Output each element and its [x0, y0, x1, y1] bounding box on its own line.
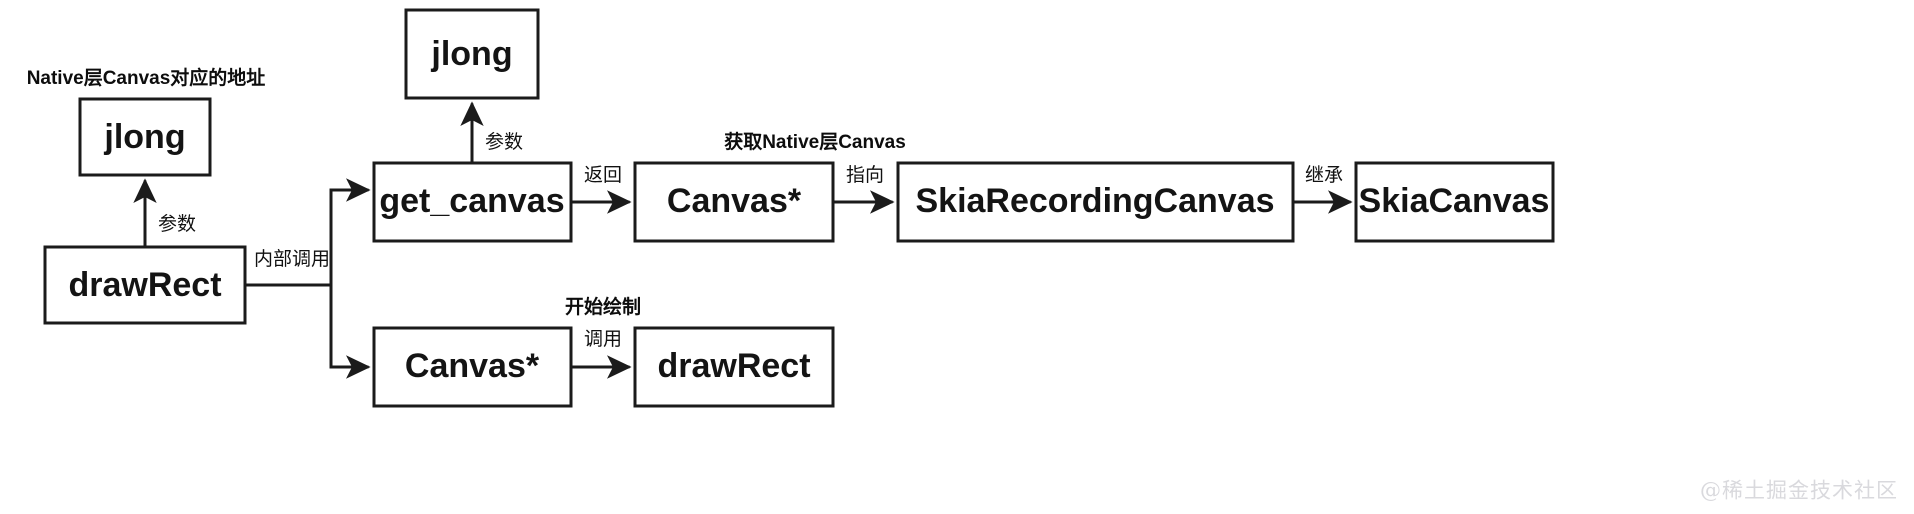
caption-start-drawing: 开始绘制 — [565, 295, 641, 318]
node-label: get_canvas — [379, 182, 564, 220]
edge-label-point-to: 指向 — [846, 164, 884, 186]
node-box — [633, 326, 835, 408]
node-label: Canvas* — [667, 182, 802, 220]
node-box — [78, 97, 212, 177]
node-canvas-ptr-top[interactable]: Canvas* — [633, 161, 835, 243]
node-label: drawRect — [68, 266, 221, 304]
node-drawrect-left[interactable]: drawRect — [43, 245, 247, 325]
edge-label-param-top: 参数 — [485, 131, 523, 153]
node-jlong-top[interactable]: jlong — [404, 8, 540, 100]
node-box — [372, 326, 573, 408]
caption-native-canvas-address: Native层Canvas对应的地址 — [27, 66, 266, 89]
node-box — [633, 161, 835, 243]
watermark: @稀土掘金技术社区 — [1700, 479, 1898, 503]
node-skia-recording-canvas[interactable]: SkiaRecordingCanvas — [896, 161, 1295, 243]
node-label: Canvas* — [405, 347, 540, 385]
node-label: drawRect — [657, 347, 810, 385]
node-label: SkiaRecordingCanvas — [915, 182, 1274, 220]
node-box — [896, 161, 1295, 243]
node-skia-canvas[interactable]: SkiaCanvas — [1354, 161, 1555, 243]
caption-get-native-canvas: 获取Native层Canvas — [724, 130, 906, 153]
node-canvas-ptr-bottom[interactable]: Canvas* — [372, 326, 573, 408]
edge-label-internal-call: 内部调用 — [254, 248, 330, 270]
edge-label-inherit: 继承 — [1305, 164, 1343, 186]
node-drawrect-bottom[interactable]: drawRect — [633, 326, 835, 408]
edge-group — [133, 101, 1353, 379]
node-get-canvas[interactable]: get_canvas — [372, 161, 573, 243]
node-box — [43, 245, 247, 325]
edge-drawrect-to-canvas-ptr-bottom — [329, 283, 371, 379]
node-label: SkiaCanvas — [1359, 182, 1550, 220]
node-box — [1354, 161, 1555, 243]
edge-label-return: 返回 — [584, 164, 622, 186]
node-label: jlong — [430, 35, 512, 73]
node-box — [404, 8, 540, 100]
edge-drawrect-to-get-canvas — [243, 178, 371, 287]
node-label: jlong — [103, 118, 185, 156]
edge-label-call: 调用 — [584, 328, 622, 350]
edge-label-param-left: 参数 — [158, 213, 196, 235]
node-jlong-left[interactable]: jlong — [78, 97, 212, 177]
node-box — [372, 161, 573, 243]
